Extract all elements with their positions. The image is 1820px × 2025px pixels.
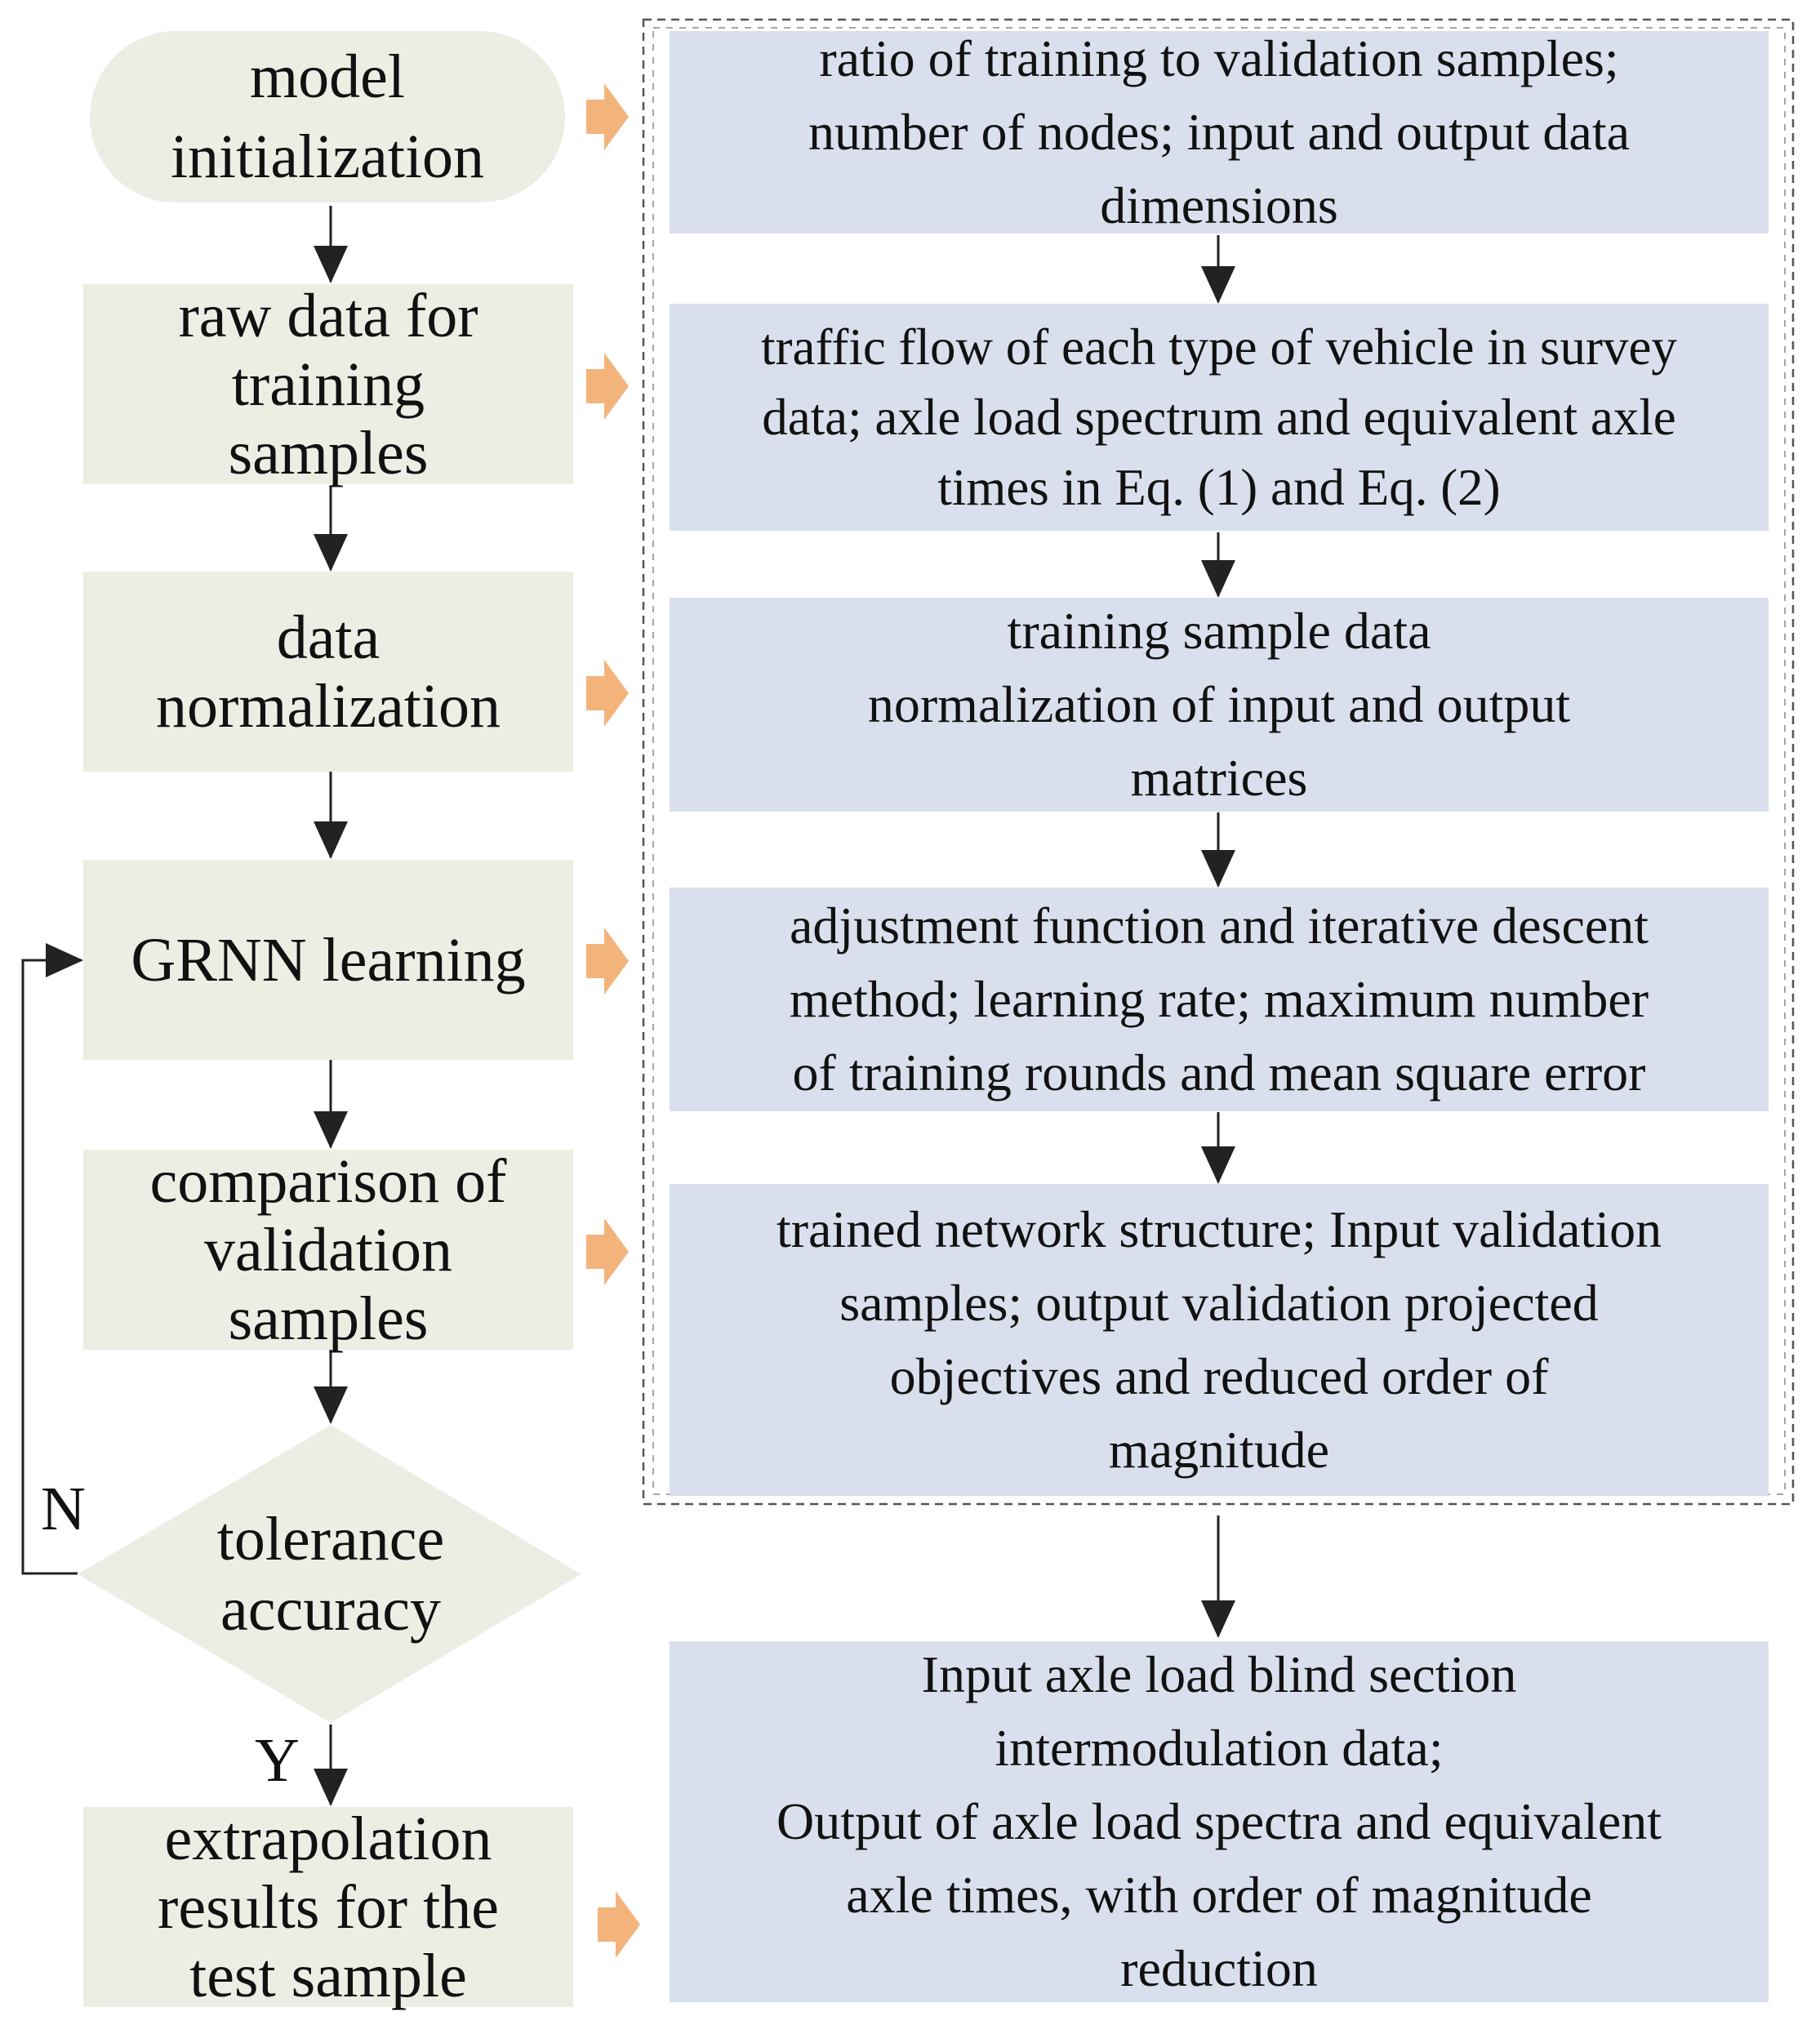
step-grnn-learning-label: GRNN learning	[131, 925, 526, 995]
orange-arrow-3	[586, 660, 629, 727]
step-raw-data: raw data for training samples	[83, 281, 573, 487]
orange-arrow-1	[586, 83, 629, 150]
detail-comparison-validation-label: trained network structure; Input validat…	[776, 1200, 1662, 1479]
detail-raw-data-label: traffic flow of each type of vehicle in …	[761, 318, 1677, 516]
step-raw-data-label: raw data for training samples	[178, 281, 478, 487]
detail-model-initialization: ratio of training to validation samples;…	[670, 29, 1769, 234]
arrow-feedback-loop	[21, 943, 83, 1575]
detail-raw-data: traffic flow of each type of vehicle in …	[670, 304, 1769, 531]
orange-link-arrows	[586, 83, 640, 1958]
branch-label-no-text: N	[41, 1475, 86, 1543]
orange-arrow-4	[586, 928, 629, 995]
orange-arrow-5	[586, 1218, 629, 1285]
dashed-group-frame	[642, 18, 1795, 1506]
detail-model-initialization-label: ratio of training to validation samples;…	[808, 29, 1631, 234]
branch-label-yes: Y	[255, 1729, 300, 1791]
step-comparison-validation-label: comparison of validation samples	[149, 1146, 507, 1353]
orange-arrow-2	[586, 353, 629, 420]
left-flow-arrows	[21, 206, 348, 1806]
decision-tolerance-accuracy-label: tolerance accuracy	[216, 1505, 445, 1644]
branch-label-no: N	[41, 1478, 86, 1540]
detail-normalization-label: training sample data normalization of in…	[867, 602, 1571, 807]
branch-label-yes-text: Y	[255, 1726, 300, 1795]
step-data-normalization-label: data normalization	[155, 603, 501, 741]
step-extrapolation-results: extrapolation results for the test sampl…	[83, 1804, 573, 2010]
step-data-normalization: data normalization	[83, 572, 573, 772]
detail-extrapolation: Input axle load blind section intermodul…	[670, 1641, 1769, 2002]
step-grnn-learning: GRNN learning	[83, 860, 573, 1060]
decision-tolerance-accuracy: tolerance accuracy	[147, 1504, 514, 1644]
detail-grnn-learning: adjustment function and iterative descen…	[670, 888, 1769, 1111]
detail-comparison-validation: trained network structure; Input validat…	[670, 1184, 1769, 1496]
detail-grnn-learning-label: adjustment function and iterative descen…	[789, 897, 1649, 1102]
decision-diamond	[78, 1425, 581, 1723]
step-comparison-validation: comparison of validation samples	[83, 1146, 573, 1353]
orange-arrow-6	[598, 1891, 640, 1958]
step-model-initialization: model initialization	[90, 31, 565, 202]
detail-normalization: training sample data normalization of in…	[670, 598, 1769, 812]
step-extrapolation-results-label: extrapolation results for the test sampl…	[158, 1804, 499, 2010]
detail-extrapolation-label: Input axle load blind section intermodul…	[776, 1645, 1662, 1997]
step-model-initialization-label: model initialization	[170, 42, 485, 191]
